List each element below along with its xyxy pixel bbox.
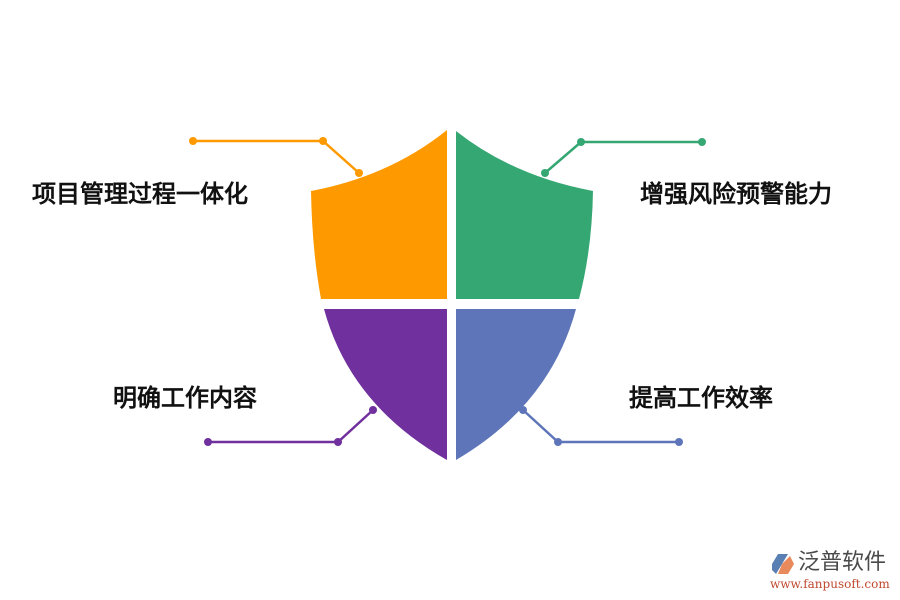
label-top-left: 项目管理过程一体化 — [32, 180, 248, 208]
label-bottom-right: 提高工作效率 — [629, 384, 773, 412]
fanpu-logo-icon — [772, 554, 794, 574]
watermark-brand: 泛普软件 — [798, 550, 887, 575]
shield-quadrant-bottom-left — [324, 309, 447, 460]
connector-bottom-right — [519, 406, 683, 446]
shield-quadrant-top-right — [456, 131, 593, 299]
watermark-logo: 泛普软件 www.fanpusoft.com — [768, 552, 898, 596]
connector-top-right — [541, 138, 706, 177]
shield-quadrant-bottom-right — [456, 309, 576, 460]
shield-quadrant-top-left — [311, 130, 447, 299]
label-top-right: 增强风险预警能力 — [640, 180, 832, 208]
watermark-url: www.fanpusoft.com — [770, 577, 890, 591]
connector-bottom-left — [204, 406, 377, 446]
label-bottom-left: 明确工作内容 — [113, 384, 257, 412]
connector-top-left — [189, 137, 363, 177]
